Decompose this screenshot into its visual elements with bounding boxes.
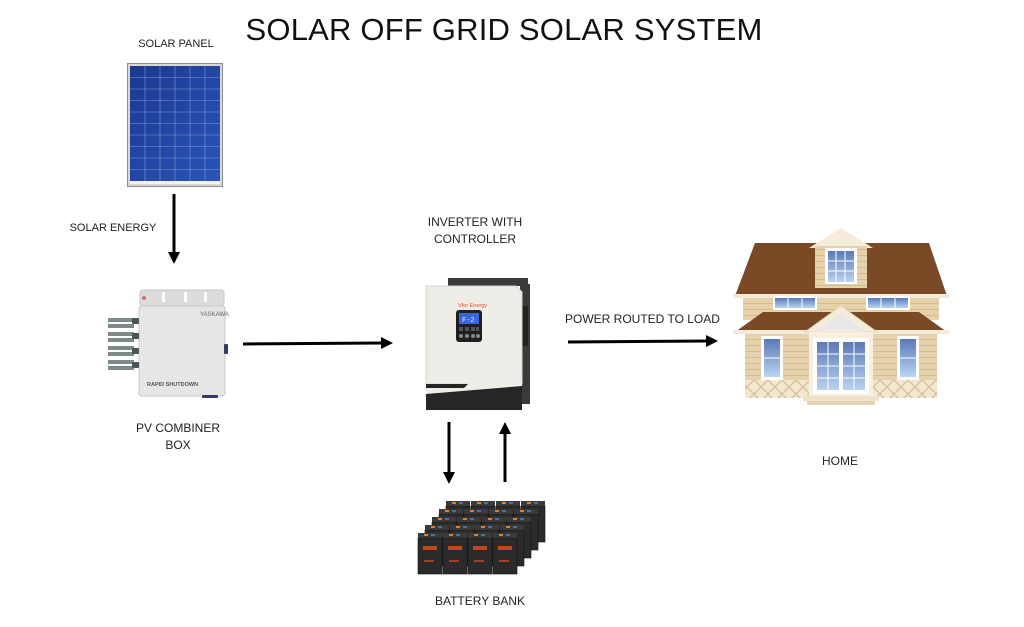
- yaskawa-brand: YASKAWA: [200, 312, 229, 318]
- battery-cell: [467, 533, 493, 575]
- inverter-brand: Vfor Energy: [458, 303, 487, 309]
- arrow-inverter-to-home: [567, 335, 718, 347]
- arrow-combiner-to-inverter: [242, 337, 393, 349]
- home-label: HOME: [822, 454, 858, 468]
- pv-combiner-label-line2: BOX: [165, 438, 191, 452]
- pv-combiner-box-icon: YASKAWA RAPID SHUTDOWN: [108, 289, 229, 398]
- arrow-solar-energy: [168, 194, 180, 264]
- inverter-label-line2: CONTROLLER: [433, 232, 516, 246]
- battery-bank-label: BATTERY BANK: [434, 594, 526, 608]
- svg-text:F-2: F-2: [462, 317, 475, 325]
- solar-energy-label: SOLAR ENERGY: [69, 222, 157, 234]
- solar-panel-icon: [127, 63, 223, 187]
- solar-panel-label: SOLAR PANEL: [138, 38, 214, 50]
- diagram-title: SOLAR OFF GRID SOLAR SYSTEM: [245, 12, 763, 47]
- battery-cell: [492, 533, 518, 575]
- battery-cell: [442, 533, 468, 575]
- home-icon: [733, 228, 949, 405]
- inverter-icon: Vfor Energy F-2: [425, 278, 530, 410]
- pv-combiner-label-line1: PV COMBINER: [135, 421, 220, 435]
- power-routed-label: POWER ROUTED TO LOAD: [565, 312, 720, 326]
- arrow-inverter-to-battery: [443, 422, 455, 484]
- battery-cell: [417, 533, 443, 575]
- rapid-shutdown-text: RAPID SHUTDOWN: [147, 382, 198, 388]
- battery-bank-icon: [417, 501, 546, 575]
- inverter-label-line1: INVERTER WITH: [427, 215, 523, 229]
- arrow-battery-to-inverter: [499, 422, 511, 482]
